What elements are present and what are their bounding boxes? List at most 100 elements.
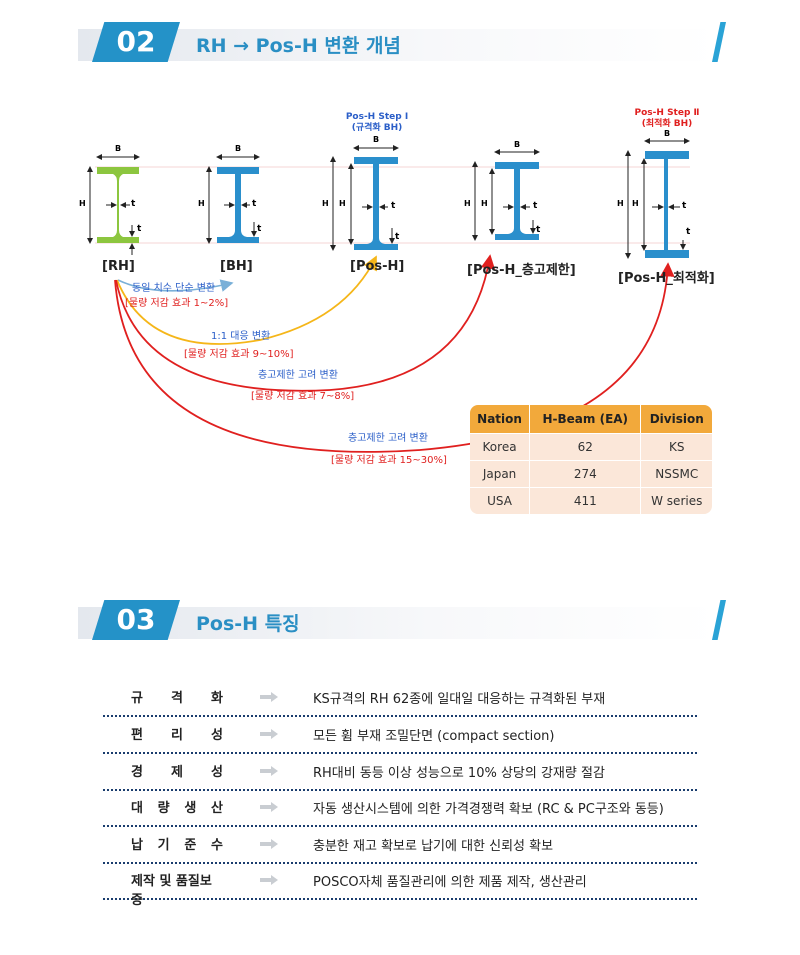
dim-tf-label: t — [536, 225, 541, 235]
table-row: Japan 274 NSSMC — [470, 460, 712, 487]
table-header: Division — [641, 405, 712, 433]
right-arrow-icon — [260, 692, 278, 702]
header-band — [78, 607, 718, 639]
feature-label-char: 경 — [131, 765, 143, 780]
table-cell: Japan — [470, 460, 531, 487]
dim-tw-label: t — [682, 201, 687, 211]
dim-h-label: H — [617, 199, 624, 208]
dim-tf-label: t — [686, 227, 691, 237]
dim-b-label: B — [115, 144, 122, 153]
feature-label: 납 기 준 수 — [103, 834, 243, 853]
table-header-row: Nation H-Beam (EA) Division — [470, 405, 712, 433]
dim-h-label: H — [79, 199, 86, 208]
pos-h-height-limit-beam-shape — [495, 162, 539, 240]
table-cell: W series — [641, 487, 712, 514]
table-header: Nation — [470, 405, 531, 433]
feature-label-char: 수 — [211, 838, 223, 853]
table-cell: 62 — [530, 433, 642, 460]
dim-tw-label: t — [533, 201, 538, 211]
feature-label: 경 제 성 — [103, 761, 243, 780]
feature-label-char: 규 — [131, 691, 143, 706]
beam-label-pos-h: [Pos-H] — [350, 259, 405, 274]
header-band — [78, 29, 718, 61]
feature-row-economy: 경 제 성 RH대비 동등 이상 성능으로 10% 상당의 강재량 절감 — [103, 753, 697, 791]
feature-row-mass-production: 대 량 생 산 자동 생산시스템에 의한 가격경쟁력 확보 (RC & PC구조… — [103, 789, 697, 827]
feature-row-delivery: 납 기 준 수 충분한 재고 확보로 납기에 대한 신뢰성 확보 — [103, 826, 697, 864]
section-03-header: 03 Pos-H 특징 — [78, 600, 726, 644]
feature-desc: 충분한 재고 확보로 납기에 대한 신뢰성 확보 — [313, 839, 554, 854]
table-header: H-Beam (EA) — [530, 405, 642, 433]
feature-label: 편 리 성 — [103, 724, 243, 743]
bh-beam-shape — [217, 167, 259, 243]
arrow3-title: 층고제한 고려 변환 — [258, 370, 338, 381]
table-cell: Korea — [470, 433, 531, 460]
dim-tw-label: t — [252, 199, 257, 209]
beam-label-pos-h-optimized: [Pos-H_최적화] — [618, 271, 715, 286]
feature-label-char: 편 — [131, 728, 143, 743]
right-arrow-icon — [260, 802, 278, 812]
beam-label-bh: [BH] — [220, 259, 253, 274]
h-beam-nation-table: Nation H-Beam (EA) Division Korea 62 KS … — [470, 405, 712, 514]
dim-tw-label: t — [131, 199, 136, 209]
pos-h-optimized-beam-shape — [645, 151, 689, 258]
table-cell: NSSMC — [641, 460, 712, 487]
step1-line2: (규격화 BH) — [351, 123, 403, 133]
table-cell: KS — [641, 433, 712, 460]
dim-tf-label: t — [395, 232, 400, 242]
feature-row-standardization: 규 격 화 KS규격의 RH 62종에 일대일 대응하는 규격화된 부재 — [103, 679, 697, 717]
table-cell: 411 — [530, 487, 642, 514]
arrow4-title: 층고제한 고려 변환 — [348, 433, 428, 444]
beam-label-rh: [RH] — [102, 259, 135, 274]
dim-h-label: H — [464, 199, 471, 208]
feature-label-text: 제작 및 품질보증 — [131, 874, 212, 908]
arrow-rh-to-pos-h — [116, 255, 377, 345]
right-arrow-icon — [260, 875, 278, 885]
table-cell: USA — [470, 487, 531, 514]
step2-label: Pos-H Step Ⅱ (최적화 BH) — [624, 108, 710, 130]
section-number-badge: 02 — [92, 22, 180, 62]
feature-row-quality: 제작 및 품질보증 POSCO자체 품질관리에 의한 제품 제작, 생산관리 — [103, 862, 697, 908]
feature-desc: 자동 생산시스템에 의한 가격경쟁력 확보 (RC & PC구조와 동등) — [313, 802, 664, 817]
feature-desc: POSCO자체 품질관리에 의한 제품 제작, 생산관리 — [313, 875, 587, 890]
table-row: Korea 62 KS — [470, 433, 712, 460]
dim-h-label: H — [198, 199, 205, 208]
table-row: USA 411 W series — [470, 487, 712, 514]
feature-label-char: 격 — [171, 691, 183, 706]
dim-hw-label: H — [632, 199, 639, 208]
arrow4-effect: [물량 저감 효과 15~30%] — [331, 455, 447, 466]
dim-b-label: B — [514, 140, 521, 149]
feature-label-char: 기 — [157, 838, 170, 853]
dim-b-label: B — [664, 129, 671, 138]
feature-desc: RH대비 동등 이상 성능으로 10% 상당의 강재량 절감 — [313, 766, 605, 781]
feature-label-char: 리 — [171, 728, 183, 743]
arrow2-title: 1:1 대응 변환 — [211, 331, 271, 342]
feature-label-char: 량 — [157, 801, 170, 816]
arrow-rh-to-bh — [117, 279, 234, 292]
dim-b-label: B — [373, 135, 380, 144]
feature-label-char: 생 — [184, 801, 197, 816]
right-arrow-icon — [260, 729, 278, 739]
dim-hw-label: H — [339, 199, 346, 208]
step1-label: Pos-H Step Ⅰ (규격화 BH) — [335, 112, 419, 134]
table-cell: 274 — [530, 460, 642, 487]
feature-label-char: 산 — [211, 801, 223, 816]
section-number-badge: 03 — [92, 600, 180, 640]
feature-label-char: 제 — [171, 765, 183, 780]
feature-label-char: 대 — [131, 801, 143, 816]
pos-h-beam-shape — [354, 157, 398, 250]
step2-line1: Pos-H Step Ⅱ — [634, 108, 700, 118]
dim-b-label: B — [235, 144, 242, 153]
feature-label-char: 화 — [211, 691, 223, 706]
feature-label-char: 준 — [184, 838, 197, 853]
dim-tf-label: t — [257, 224, 262, 234]
section-02-header: 02 RH → Pos-H 변환 개념 — [78, 22, 726, 66]
feature-label-char: 성 — [211, 765, 223, 780]
feature-desc: 모든 휨 부재 조밀단면 (compact section) — [313, 729, 555, 744]
feature-label: 규 격 화 — [103, 687, 243, 706]
arrow1-effect: [물량 저감 효과 1~2%] — [125, 298, 229, 309]
feature-row-convenience: 편 리 성 모든 휨 부재 조밀단면 (compact section) — [103, 716, 697, 754]
dim-tw-label: t — [391, 201, 396, 211]
arrow2-effect: [물량 저감 효과 9~10%] — [184, 349, 294, 360]
feature-label-char: 납 — [131, 838, 143, 853]
conversion-diagram — [87, 138, 690, 453]
